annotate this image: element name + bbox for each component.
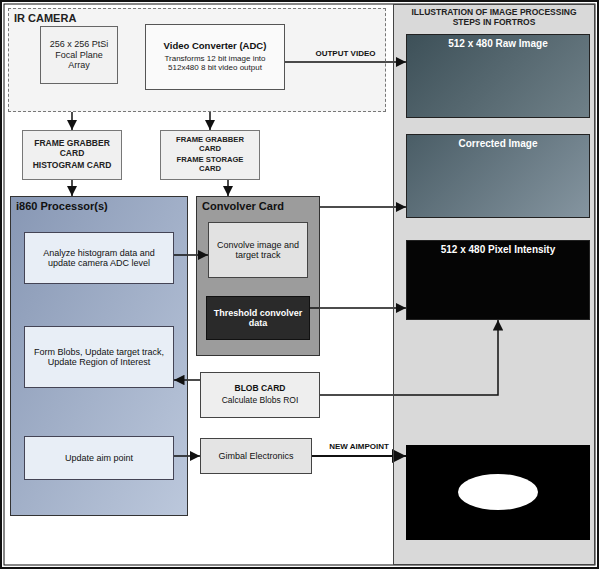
binary-image <box>406 445 590 540</box>
node-text: Convolve image and target track <box>213 240 303 261</box>
flow-arrow <box>71 180 73 196</box>
convolver-group: Convolver CardConvolve image and target … <box>196 196 320 356</box>
convolver-ground <box>196 196 320 356</box>
flow-arrow <box>227 180 229 196</box>
node-text: 256 x 256 PtSi Focal Plane Array <box>45 39 113 70</box>
node-text: 512 x 480 Pixel Intensity <box>441 244 556 256</box>
node-text: 512 x 480 Raw Image <box>448 38 548 50</box>
card-box: BLOB CARD Calculate Blobs ROI <box>200 372 320 418</box>
card-box: FRAME GRABBER CARD HISTOGRAM CARD <box>22 130 122 180</box>
image-panel: 512 x 480 Pixel Intensity <box>406 240 590 320</box>
flow-arrow <box>174 455 200 457</box>
node-text: Calculate Blobs ROI <box>222 396 299 406</box>
node-text: Convolver Card <box>202 200 314 213</box>
process-box: Form Blobs, Update target track, Update … <box>24 326 174 388</box>
image-panel: Corrected Image <box>406 134 590 218</box>
process-box: Analyze histogram data and update camera… <box>24 232 174 284</box>
converter-box: Video Converter (ADC) Transforms 12 bit i… <box>145 24 285 90</box>
flow-arrow <box>320 320 498 395</box>
flow-arrow <box>209 112 211 130</box>
signal-label: NEW AIMPOINT <box>327 443 391 452</box>
flow-arrow <box>174 379 200 381</box>
camera-ground <box>8 8 386 112</box>
node-text: Gimbal Electronics <box>218 451 293 461</box>
flow-arrow <box>174 254 208 256</box>
process-box: Update aim point <box>24 436 174 480</box>
flow-arrow <box>71 112 73 130</box>
illustration-panel-ground <box>393 4 595 565</box>
aimpoint-arrow <box>312 455 406 457</box>
processor-ground <box>10 196 188 516</box>
node-text: BLOB CARD <box>235 384 286 394</box>
node-text: Update aim point <box>65 453 133 463</box>
card-box: FRAME GRABBER CARD FRAME STORAGE CARD <box>160 130 260 180</box>
node-text: ILLUSTRATION OF IMAGE PROCESSING STEPS I… <box>399 8 589 28</box>
illustration-panel: ILLUSTRATION OF IMAGE PROCESSING STEPS I… <box>393 4 595 565</box>
camera-region: IR CAMERA 256 x 256 PtSi Focal Plane Arra… <box>8 8 386 112</box>
node-text: Threshold convolver data <box>211 308 305 329</box>
inner-frame <box>4 4 595 565</box>
flow-arrow <box>310 307 406 309</box>
edge-label: OUTPUT VIDEO <box>313 50 377 59</box>
node-text: i860 Processor(s) <box>16 200 182 213</box>
node-text: HISTOGRAM CARD <box>33 161 112 171</box>
node-text: Corrected Image <box>459 138 538 150</box>
flow-arrow <box>285 61 406 63</box>
process-box: Convolve image and target track <box>208 222 308 278</box>
node-text: Transforms 12 bit image into 512x480 8 b… <box>150 54 280 72</box>
node-text: Analyze histogram data and update camera… <box>29 248 169 269</box>
node-text: Form Blobs, Update target track, Update … <box>29 347 169 368</box>
target-blob <box>458 474 538 510</box>
node-text: FRAME STORAGE CARD <box>165 156 255 174</box>
node-text: FRAME GRABBER CARD <box>27 139 117 159</box>
node-text: IR CAMERA <box>14 12 380 25</box>
image-panel: 512 x 480 Raw Image <box>406 34 590 118</box>
process-box: Gimbal Electronics <box>200 438 312 474</box>
node-text: Video Converter (ADC) <box>164 41 267 52</box>
process-box: Threshold convolver data <box>206 296 310 340</box>
sensor-box: 256 x 256 PtSi Focal Plane Array <box>40 26 118 84</box>
processor-group: i860 Processor(s) Analyze histogram data … <box>10 196 188 516</box>
node-text: FRAME GRABBER CARD <box>165 136 255 154</box>
